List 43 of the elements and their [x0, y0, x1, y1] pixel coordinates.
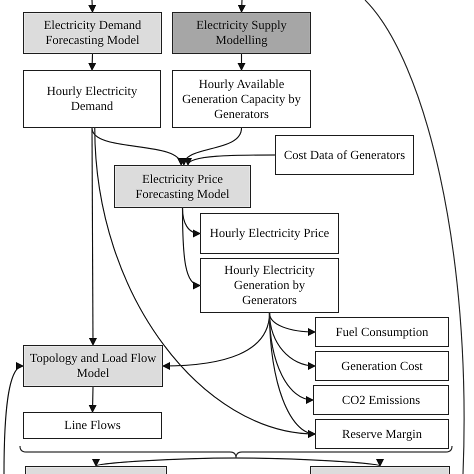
- arrow: [236, 457, 381, 467]
- arrow: [186, 154, 275, 166]
- box-label: Electricity Supply Modelling: [195, 18, 288, 48]
- process-box: [172, 70, 311, 128]
- process-box: [315, 419, 449, 449]
- arrow: [88, 128, 97, 346]
- arrow: [268, 312, 316, 336]
- arrow: [88, 0, 96, 13]
- box-label: Topology and Load Flow Model: [28, 351, 158, 381]
- process-box: [23, 345, 163, 387]
- box-label: Fuel Consumption: [336, 324, 428, 340]
- process-box: [315, 351, 449, 381]
- arrow: [95, 457, 236, 467]
- process-box: [23, 12, 162, 54]
- box-label: Electricity Demand Forecasting Model: [42, 18, 142, 48]
- arrow: [238, 54, 246, 71]
- arrow: [162, 312, 270, 370]
- arrow: [3, 364, 24, 474]
- box-label: Hourly Electricity Price: [210, 226, 330, 241]
- box-label: Cost Data of Generators: [284, 148, 406, 162]
- process-box: [23, 70, 161, 128]
- box-label: Hourly Available Generation Capacity by Generators: [181, 76, 302, 122]
- process-box: [200, 213, 339, 254]
- process-box: [275, 135, 414, 175]
- box-label: Reserve Margin: [342, 426, 422, 442]
- arrow: [88, 386, 97, 413]
- process-box: [23, 412, 162, 439]
- box-label: Hourly Electricity Generation by Generators: [223, 263, 316, 308]
- process-box: [315, 317, 449, 347]
- process-box: [200, 258, 339, 313]
- box-label: Generation Cost: [341, 358, 423, 374]
- box-label: CO2 Emissions: [342, 392, 420, 408]
- arrow: [91, 128, 183, 166]
- arrow: [182, 128, 242, 166]
- box-label: Line Flows: [64, 418, 121, 433]
- box-label: Electricity Price Forecasting Model: [134, 172, 231, 202]
- process-box: [313, 385, 449, 415]
- arrow: [182, 208, 201, 288]
- process-box: [114, 165, 251, 208]
- arrow: [88, 54, 96, 71]
- process-box: [172, 12, 311, 54]
- box-label: Hourly Electricity Demand: [46, 84, 138, 114]
- arrow: [238, 0, 246, 13]
